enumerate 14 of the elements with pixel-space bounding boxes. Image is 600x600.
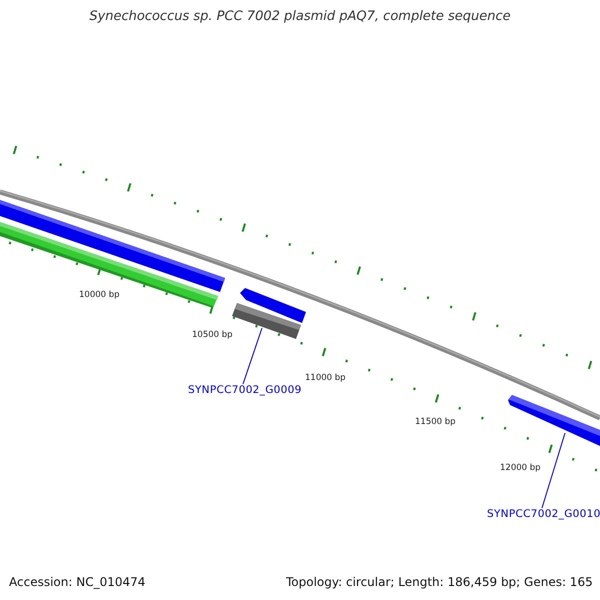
tick-label: 11000 bp — [305, 373, 346, 383]
footer-text: Topology: circular; Length: 186,459 bp; Genes: 165 — [286, 575, 593, 589]
gene-label: SYNPCC7002_G0009 — [188, 384, 302, 396]
tick-label: 12000 bp — [500, 463, 541, 473]
leader-line — [542, 432, 566, 508]
gene-label: SYNPCC7002_G0010 — [487, 508, 600, 520]
gene-arrow — [508, 395, 600, 446]
title: Synechococcus sp. PCC 7002 plasmid pAQ7, complete sequence — [88, 9, 512, 24]
gene-arrow — [232, 303, 301, 339]
footer-text: Accession: NC_010474 — [9, 575, 146, 589]
tick-label: 10000 bp — [79, 290, 120, 300]
tick-label: 10500 bp — [192, 330, 233, 340]
leader-line — [242, 328, 262, 384]
tick-label: 11500 bp — [415, 417, 456, 427]
